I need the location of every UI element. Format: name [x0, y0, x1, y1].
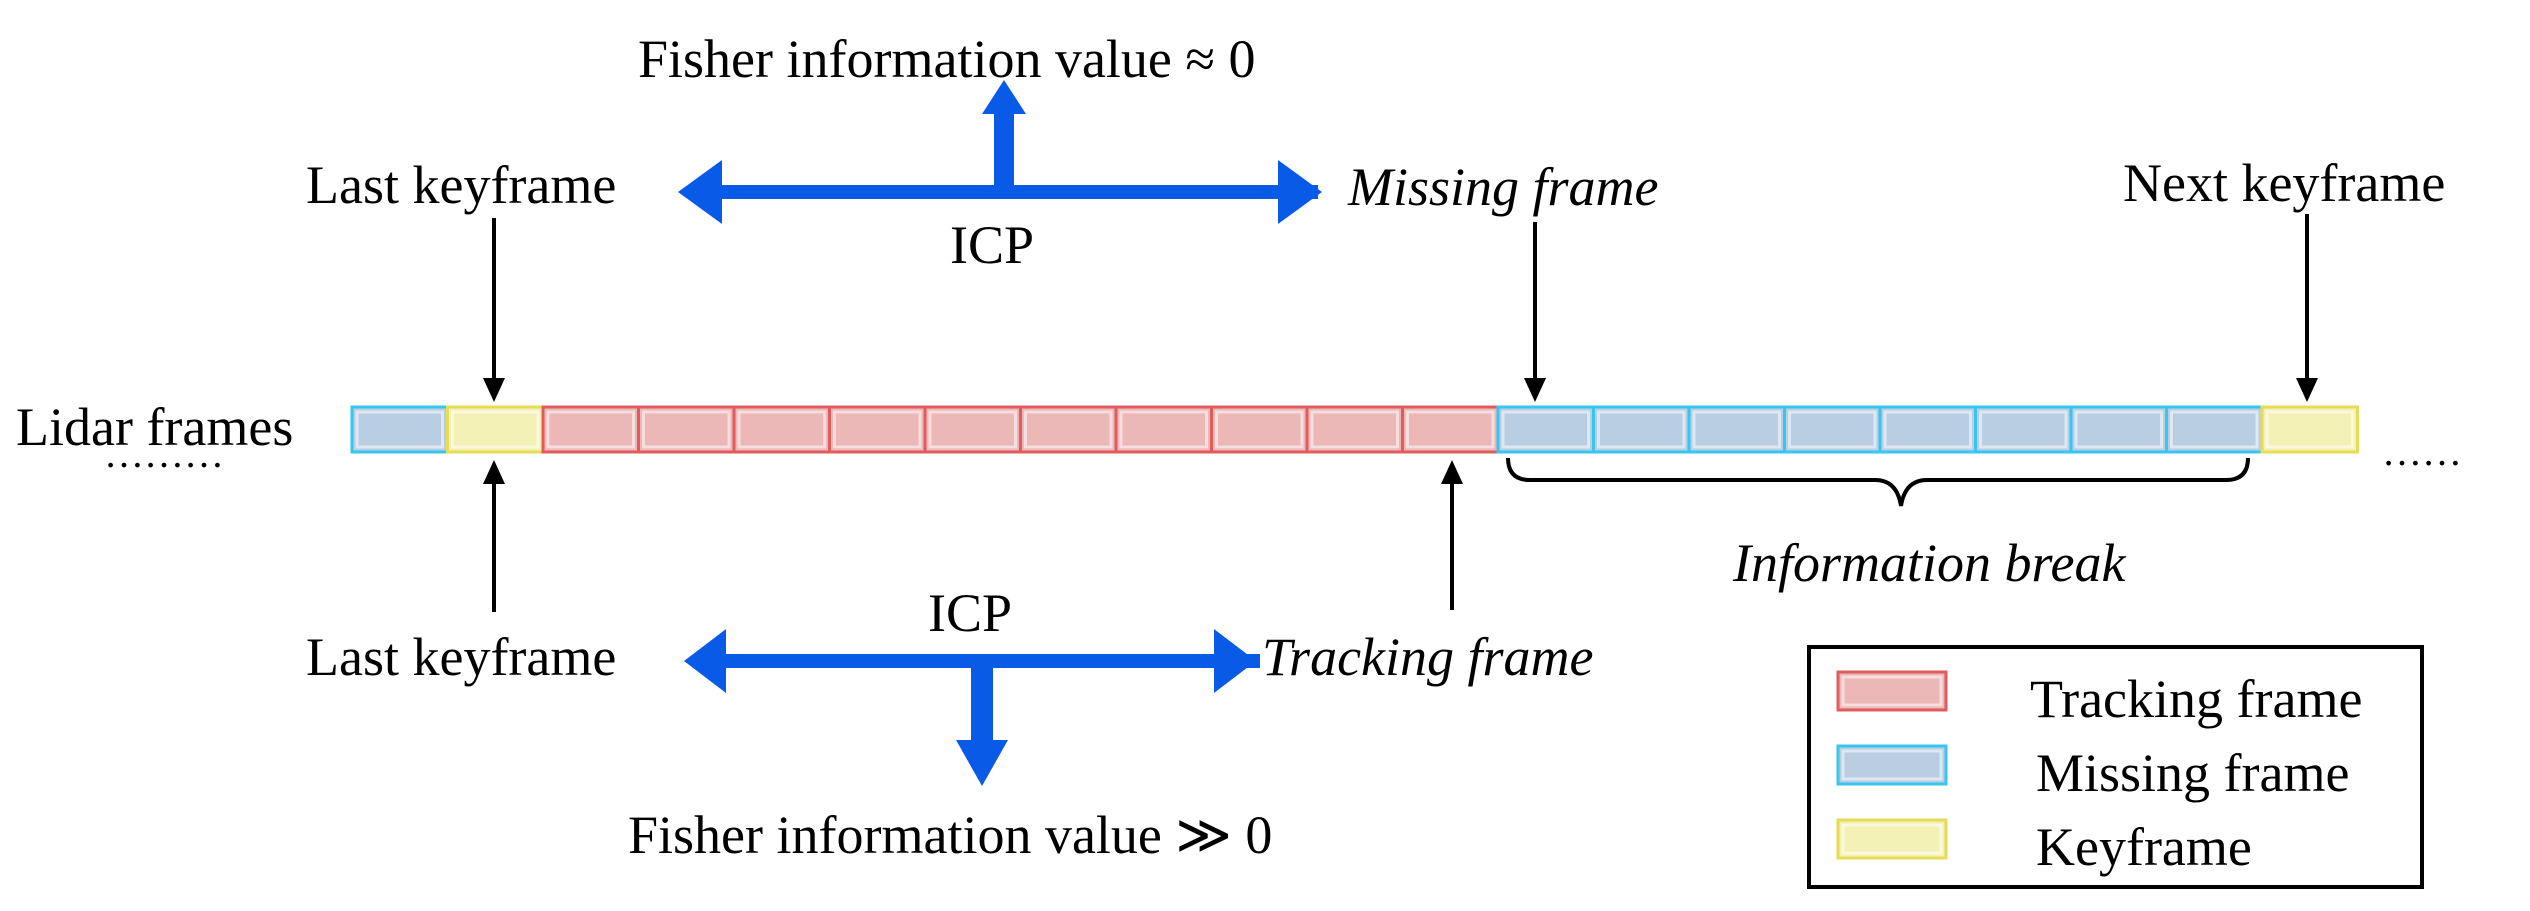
lidar-frame-missing	[1974, 405, 2073, 454]
lidar-frame-missing	[2165, 405, 2264, 454]
lidar-frames-label: Lidar frames	[16, 397, 294, 457]
lidar-frame-missing	[2069, 405, 2168, 454]
lidar-frame-tracking	[541, 405, 640, 454]
icp-arrow-top	[678, 80, 1322, 224]
ellipsis-right: ……	[2382, 429, 2462, 474]
lidar-frame-tracking	[1401, 405, 1500, 454]
legend-swatch-tracking	[1836, 670, 1948, 712]
lidar-frame-tracking	[732, 405, 831, 454]
tracking-frame-label: Tracking frame	[1262, 627, 1594, 687]
lidar-frame-tracking	[637, 405, 736, 454]
legend-swatches	[1836, 670, 1948, 860]
lidar-frame-tracking	[1114, 405, 1213, 454]
fisher-value-top: Fisher information value ≈ 0	[638, 29, 1256, 89]
lidar-frame-tracking	[1019, 405, 1118, 454]
lidar-frame-tracking	[828, 405, 927, 454]
legend-swatch-key	[1836, 818, 1948, 860]
icp-arrow-bottom	[684, 629, 1260, 786]
icp-top: ICP	[950, 215, 1035, 275]
pointer-arrows	[483, 214, 2318, 612]
fisher-value-bottom: Fisher information value ≫ 0	[628, 805, 1273, 865]
lidar-frame-key	[2260, 405, 2359, 454]
legend-label-keyframe: Keyframe	[2036, 817, 2252, 877]
legend-label-missing: Missing frame	[2036, 743, 2350, 803]
lidar-frame-missing	[1592, 405, 1691, 454]
lidar-frame-missing	[1496, 405, 1595, 454]
lidar-frame-key	[446, 405, 545, 454]
legend-box	[1807, 645, 2424, 889]
lidar-frame-strip	[350, 405, 2359, 454]
legend-swatch-missing	[1836, 744, 1948, 786]
last-keyframe-top: Last keyframe	[306, 155, 617, 215]
next-keyframe-label: Next keyframe	[2123, 153, 2446, 213]
missing-frame-label: Missing frame	[1348, 157, 1659, 217]
lidar-frame-tracking	[1210, 405, 1309, 454]
icp-bottom: ICP	[928, 583, 1013, 643]
lidar-frame-missing	[1878, 405, 1977, 454]
lidar-frame-missing	[350, 405, 449, 454]
information-break-brace	[1506, 457, 2250, 507]
last-keyframe-bottom: Last keyframe	[306, 627, 617, 687]
ellipsis-left: ………	[104, 431, 224, 476]
lidar-frame-missing	[1783, 405, 1882, 454]
information-break-label: Information break	[1733, 533, 2126, 593]
lidar-frame-tracking	[923, 405, 1022, 454]
lidar-frame-tracking	[1305, 405, 1404, 454]
legend-label-tracking: Tracking frame	[2030, 669, 2363, 729]
lidar-frame-missing	[1687, 405, 1786, 454]
